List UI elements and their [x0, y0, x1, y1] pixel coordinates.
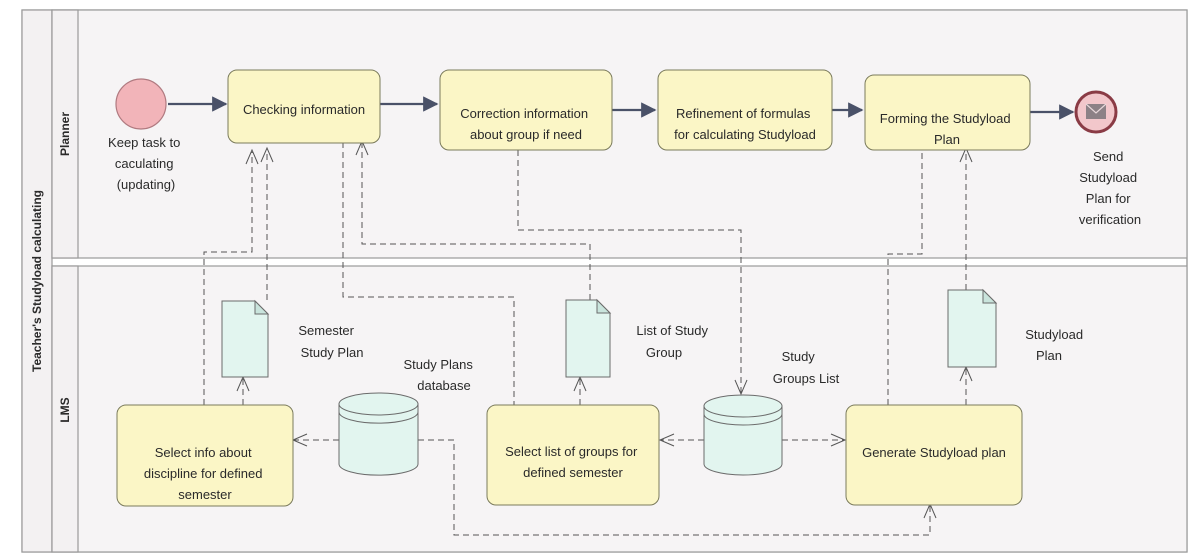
task-forming-studyload-plan[interactable]: Forming the Studyload Plan: [864, 74, 1031, 151]
svg-text:Forming the Studyload Pl: Forming the Studyload Plan: [880, 111, 1014, 147]
task-generate-studyload-plan[interactable]: Generate Studyload plan: [845, 404, 1023, 506]
doc-studyload-plan[interactable]: [947, 288, 998, 368]
doc-semester-study-plan[interactable]: [221, 299, 270, 378]
svg-text:Correction information a: Correction information about group if ne…: [460, 106, 592, 142]
task-refinement-formulas[interactable]: Refinement of formulas for calculating S…: [657, 69, 833, 151]
end-event[interactable]: [1074, 90, 1118, 134]
task-correction-information[interactable]: Correction information about group if ne…: [439, 69, 613, 151]
end-event-label: Send Studyload Plan for verification: [1079, 149, 1141, 227]
svg-text:Generate Studyload plan: Generate Studyload plan: [862, 445, 1006, 460]
db-study-plans[interactable]: [338, 392, 419, 476]
lane-lms-label: LMS: [58, 397, 72, 422]
doc-semester-study-plan-label: Semester Study Plan: [298, 323, 363, 360]
svg-text:Checking information: Checking information: [243, 102, 365, 117]
pool-header: [21, 9, 53, 553]
start-event[interactable]: [115, 78, 167, 130]
start-event-label: Keep task to caculating (updating): [108, 135, 184, 192]
task-select-list-groups[interactable]: Select list of groups for defined semest…: [486, 404, 660, 506]
sequence-flows: [168, 96, 1075, 120]
db-study-groups-list[interactable]: [703, 394, 783, 476]
assoc-checking-to-select-groups: [342, 142, 515, 405]
doc-list-of-study-group[interactable]: [565, 298, 612, 378]
db-study-plans-label: Study Plans database: [404, 357, 477, 393]
pool-label: Teacher's Studyload calculating: [30, 190, 44, 372]
assoc-list-to-checking: [361, 142, 591, 300]
svg-text:Select list of groups for: Select list of groups for defined semest…: [505, 444, 641, 480]
lane-lms-header: [51, 265, 79, 553]
svg-text:Refinement of formulas f: Refinement of formulas for calculating S…: [674, 106, 816, 142]
lane-planner-label: Planner: [58, 112, 72, 156]
doc-studyload-plan-label: Studyload Plan: [1025, 327, 1086, 363]
assoc-db-plans-to-generate: [418, 439, 931, 536]
envelope-icon: [1085, 103, 1107, 119]
task-select-info-discipline[interactable]: Select info about discipline for defined…: [116, 404, 294, 507]
assoc-select-info-to-checking: [203, 152, 253, 405]
svg-text:Select info about discip: Select info about discipline for defined…: [144, 445, 266, 502]
task-checking-information[interactable]: Checking information: [227, 69, 381, 144]
lane-planner-header: [51, 9, 79, 259]
assoc-correction-to-db-groups: [517, 150, 742, 393]
db-study-groups-list-label: Study Groups List: [773, 349, 840, 386]
doc-list-of-study-group-label: List of Study Group: [636, 323, 711, 360]
assoc-generate-to-forming: [887, 150, 923, 405]
